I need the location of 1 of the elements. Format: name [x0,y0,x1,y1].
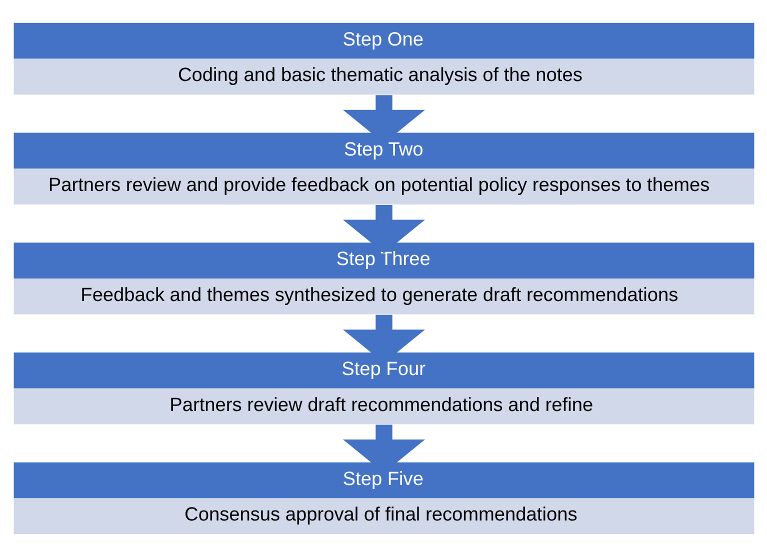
arrow [342,204,425,253]
